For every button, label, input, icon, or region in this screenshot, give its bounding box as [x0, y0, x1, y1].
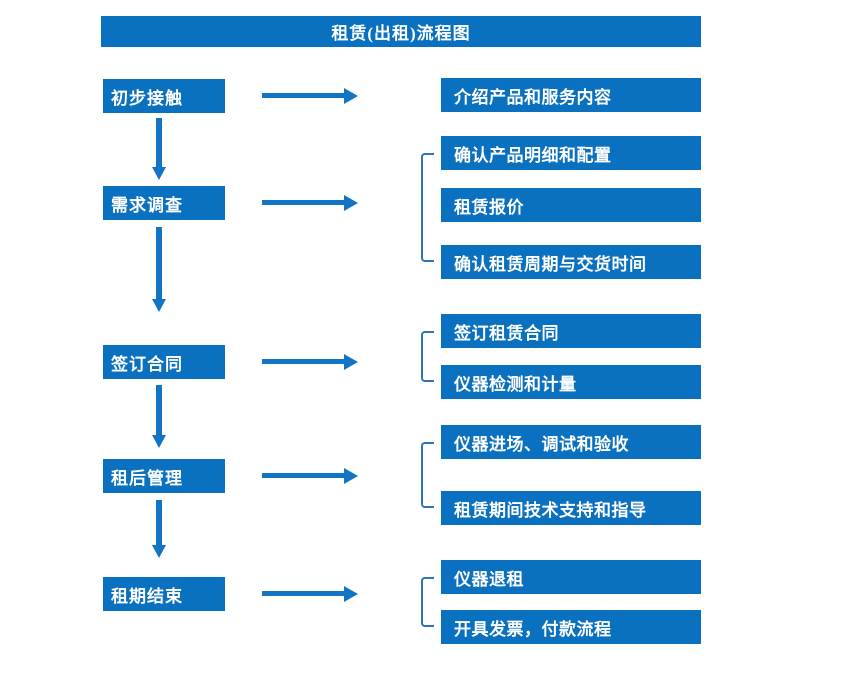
stage-box-demand-survey: 需求调查: [103, 186, 225, 220]
output-box-invoice-payment: 开具发票，付款流程: [441, 610, 701, 644]
arrow-right-icon: [262, 586, 358, 602]
stage-box-lease-end: 租期结束: [103, 577, 225, 611]
arrow-right-icon: [262, 88, 358, 104]
stage-box-sign-contract: 签订合同: [103, 345, 225, 379]
arrow-right-icon: [262, 354, 358, 370]
stage-box-post-rental-management: 租后管理: [103, 459, 225, 493]
output-box-technical-support: 租赁期间技术支持和指导: [441, 491, 701, 525]
stage-box-initial-contact: 初步接触: [103, 79, 225, 113]
output-box-confirm-product-details: 确认产品明细和配置: [441, 136, 701, 170]
bracket-connector: [421, 331, 434, 382]
arrow-right-icon: [262, 195, 358, 211]
output-box-introduce-products: 介绍产品和服务内容: [441, 78, 701, 112]
output-box-instrument-testing: 仪器检测和计量: [441, 365, 701, 399]
output-box-instrument-setup: 仪器进场、调试和验收: [441, 425, 701, 459]
bracket-connector: [421, 153, 434, 262]
output-box-confirm-rental-period: 确认租赁周期与交货时间: [441, 245, 701, 279]
output-box-sign-rental-contract: 签订租赁合同: [441, 314, 701, 348]
arrow-down-icon: [152, 500, 166, 558]
bracket-connector: [421, 442, 434, 508]
output-box-instrument-return: 仪器退租: [441, 560, 701, 594]
flowchart-title: 租赁(出租)流程图: [101, 16, 701, 47]
arrow-down-icon: [152, 118, 166, 180]
arrow-down-icon: [152, 227, 166, 312]
bracket-connector: [421, 577, 434, 627]
arrow-down-icon: [152, 385, 166, 448]
output-box-rental-quotation: 租赁报价: [441, 188, 701, 222]
arrow-right-icon: [262, 468, 358, 484]
